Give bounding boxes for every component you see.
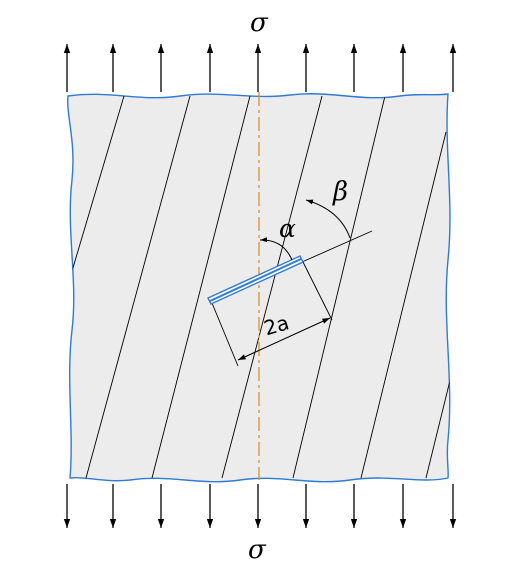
crack-normal-left xyxy=(211,302,239,367)
crack-construction xyxy=(211,230,373,367)
fiber-line-2 xyxy=(85,95,191,479)
fiber-lines xyxy=(67,95,450,479)
beta-label: β xyxy=(332,177,348,207)
alpha-label: α xyxy=(279,214,296,243)
crack-length-dimension xyxy=(237,317,331,361)
fiber-line-5 xyxy=(292,95,386,479)
crack-normal-right xyxy=(302,261,333,321)
fiber-line-6 xyxy=(360,131,447,479)
crack-axis-extension xyxy=(301,230,373,263)
sigma-bottom-label: σ xyxy=(248,535,267,565)
fiber-line-3 xyxy=(151,95,251,479)
crack xyxy=(207,255,304,305)
beta-angle-arc xyxy=(305,199,351,239)
alpha-angle-arc xyxy=(259,237,293,261)
fiber-line-7 xyxy=(425,355,450,479)
bottom-tension-arrows xyxy=(63,484,457,528)
fiber-line-1 xyxy=(67,95,125,299)
fiber-line-4 xyxy=(221,95,323,479)
crack-edge xyxy=(209,258,302,302)
sigma-top-label: σ xyxy=(250,8,269,38)
top-tension-arrows xyxy=(63,44,457,92)
